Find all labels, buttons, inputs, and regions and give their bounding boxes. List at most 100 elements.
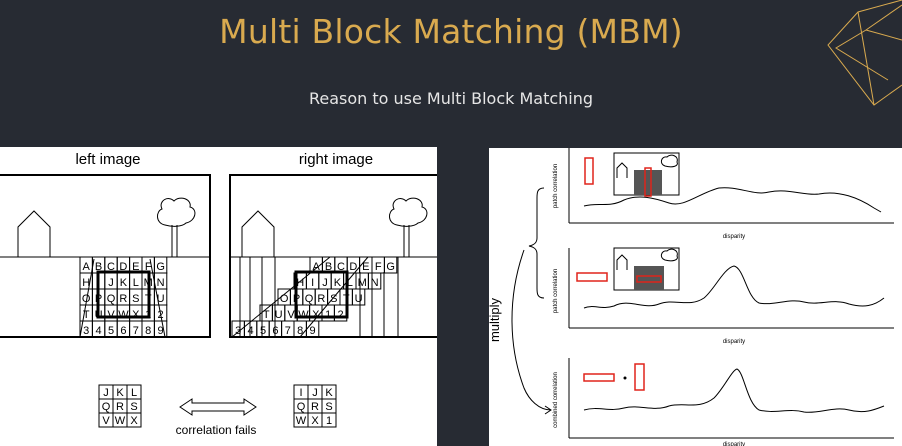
- grid-letter: U: [275, 309, 283, 321]
- grid-letter: A: [83, 261, 91, 273]
- left-image-label: left image: [75, 151, 140, 168]
- grid-letter: V: [107, 309, 115, 321]
- grid-cell: [351, 288, 366, 306]
- grid-cell: [367, 272, 382, 290]
- grid-letter: Q: [297, 401, 306, 413]
- grid-letter: T: [263, 309, 270, 321]
- grid-letter: W: [296, 415, 307, 427]
- grid-letter: L: [347, 277, 353, 289]
- geometric-decoration: [827, 0, 902, 106]
- grid-letter: Q: [107, 293, 116, 305]
- grid-letter: E: [132, 261, 139, 273]
- grid-letter: 4: [96, 325, 102, 337]
- grid-letter: 9: [158, 325, 164, 337]
- grid-letter: 8: [145, 325, 151, 337]
- grid-letter: 5: [260, 325, 266, 337]
- multiply-label: multiply: [489, 297, 502, 342]
- grid-letter: 6: [272, 325, 278, 337]
- grid-letter: D: [119, 261, 127, 273]
- house-icon: [241, 210, 275, 257]
- grid-letter: J: [108, 277, 114, 289]
- grid-letter: C: [107, 261, 115, 273]
- grid-letter: I: [311, 277, 314, 289]
- grid-letter: R: [119, 293, 127, 305]
- grid-letter: E: [362, 261, 369, 273]
- grid-letter: K: [334, 277, 342, 289]
- grid-letter: S: [130, 401, 137, 413]
- grid-letter: B: [325, 261, 332, 273]
- grid-letter: 2: [338, 309, 344, 321]
- grid-letter: H: [296, 277, 304, 289]
- plot-bottom: combined correlation disparity: [553, 358, 894, 446]
- grid-letter: 1: [326, 415, 332, 427]
- grid-letter: A: [313, 261, 321, 273]
- scene-thumbnail: [613, 247, 680, 291]
- slide-title: Multi Block Matching (MBM): [219, 12, 683, 51]
- grid-letter: V: [287, 309, 295, 321]
- grid-letter: X: [311, 415, 319, 427]
- grid-letter: R: [116, 401, 124, 413]
- grid-letter: O: [280, 293, 289, 305]
- scene-thumbnail: [613, 152, 680, 197]
- grid-letter: X: [130, 415, 138, 427]
- multiply-bracket: [511, 187, 552, 415]
- grid-letter: 4: [248, 325, 254, 337]
- grid-letter: 9: [310, 325, 316, 337]
- grid-letter: 3: [83, 325, 89, 337]
- tall-patch-marker: [584, 157, 594, 185]
- house-icon: [17, 210, 51, 257]
- grid-letter: U: [157, 293, 165, 305]
- wide-patch-marker: [576, 272, 608, 282]
- grid-letter: F: [145, 261, 152, 273]
- plot-middle: patch correlation disparity: [553, 247, 894, 345]
- grid-cell: [126, 412, 142, 428]
- tall-patch-marker: [634, 363, 645, 391]
- grid-letter: S: [330, 293, 337, 305]
- ylabel-top: patch correlation: [553, 164, 559, 208]
- grid-letter: K: [116, 387, 124, 399]
- correlation-fails-label: correlation fails: [176, 423, 257, 437]
- grid-letter: D: [349, 261, 357, 273]
- grid-letter: C: [337, 261, 345, 273]
- grid-letter: X: [312, 309, 320, 321]
- grid-letter: H: [82, 277, 90, 289]
- matching-block-left: [96, 270, 151, 319]
- grid-letter: K: [325, 387, 333, 399]
- grid-letter: K: [120, 277, 128, 289]
- grid-cell: [383, 256, 398, 274]
- grid-letter: J: [322, 277, 328, 289]
- stereo-matching-figure: left image right image: [0, 147, 437, 446]
- grid-letter: 3: [235, 325, 241, 337]
- grid-letter: 7: [285, 325, 291, 337]
- grid-letter: 7: [133, 325, 139, 337]
- grid-letter: S: [132, 293, 139, 305]
- grid-letter: W: [118, 309, 129, 321]
- tree-icon: [157, 197, 196, 257]
- plot-top: patch correlation disparity: [553, 148, 894, 240]
- grid-letter: 1: [325, 309, 331, 321]
- grid-letter: J: [103, 387, 109, 399]
- grid-letter: J: [312, 387, 318, 399]
- grid-letter: W: [115, 415, 126, 427]
- grid-letter: F: [375, 261, 382, 273]
- grid-letter: G: [156, 261, 165, 273]
- xlabel-middle: disparity: [723, 339, 745, 345]
- grid-letter: L: [131, 387, 137, 399]
- grid-letter: Q: [305, 293, 314, 305]
- grid-letter: R: [311, 401, 319, 413]
- grid-letter: L: [133, 277, 139, 289]
- grid-letter: X: [132, 309, 140, 321]
- ylabel-bottom: combined correlation: [553, 372, 559, 428]
- grid-letter: 6: [120, 325, 126, 337]
- ylabel-middle: patch correlation: [553, 269, 559, 313]
- tree-icon: [389, 197, 428, 257]
- grid-cell: [321, 412, 337, 428]
- grid-letter: M: [358, 277, 367, 289]
- matching-block-right: [294, 270, 349, 319]
- grid-letter: 8: [297, 325, 303, 337]
- slide-subtitle: Reason to use Multi Block Matching: [308, 89, 594, 108]
- xlabel-bottom: disparity: [723, 442, 745, 446]
- grid-letter: V: [102, 415, 110, 427]
